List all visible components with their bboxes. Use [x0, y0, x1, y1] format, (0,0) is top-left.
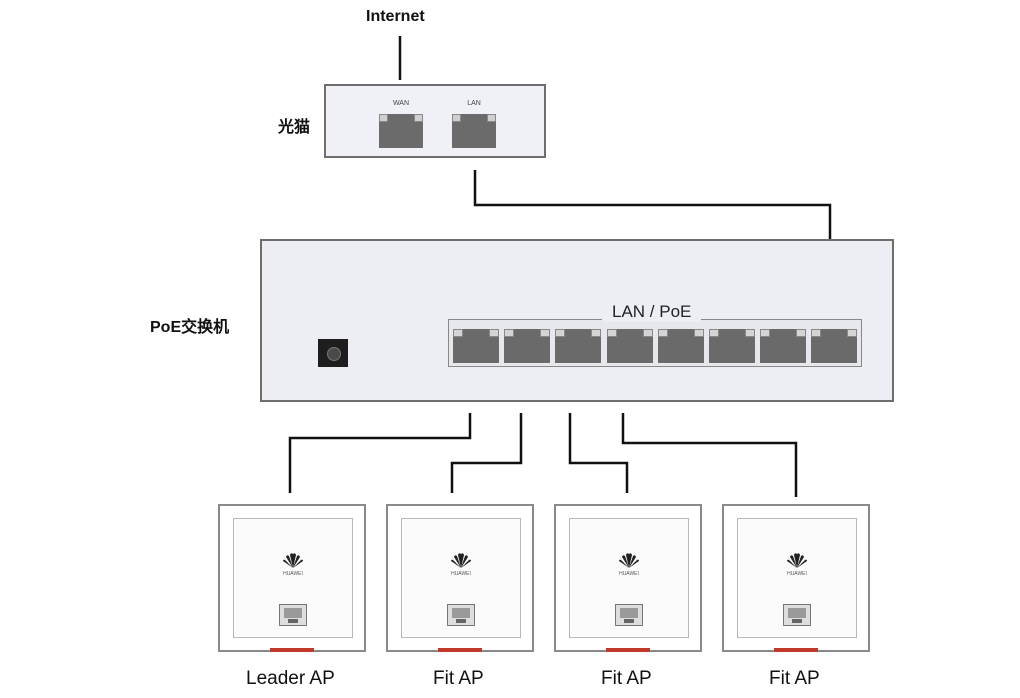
- leader-ap-device: HUAWEI: [218, 504, 366, 652]
- ont-label: 光猫: [278, 119, 311, 136]
- ap-ethernet-port: [783, 604, 811, 626]
- fit-ap-1-device: HUAWEI: [386, 504, 534, 652]
- fit-ap-3-label: Fit AP: [769, 668, 820, 689]
- ap-brand-text: HUAWEI: [619, 571, 639, 577]
- fit-ap-1-label: Fit AP: [433, 668, 484, 689]
- switch-to-fit-ap-2-line: [568, 413, 629, 493]
- switch-port-7: [760, 329, 806, 363]
- ap-ethernet-port: [447, 604, 475, 626]
- ap-brand-text: HUAWEI: [283, 571, 303, 577]
- switch-port-4: [607, 329, 653, 363]
- lan-poe-port-panel: [448, 319, 862, 367]
- wan-port: [379, 114, 423, 148]
- wan-port-label: WAN: [392, 100, 410, 107]
- switch-port-5: [658, 329, 704, 363]
- switch-label: PoE交换机: [150, 319, 230, 336]
- huawei-logo-icon: [283, 553, 303, 568]
- poe-switch: LAN / PoE: [260, 239, 894, 402]
- internet-label: Internet: [366, 8, 425, 25]
- switch-to-leader-ap-line: [288, 413, 472, 493]
- huawei-logo-icon: [451, 553, 471, 568]
- switch-port-8: [811, 329, 857, 363]
- leader-ap-label: Leader AP: [246, 668, 335, 689]
- switch-port-6: [709, 329, 755, 363]
- fit-ap-2-label: Fit AP: [601, 668, 652, 689]
- ap-status-led: [270, 648, 314, 652]
- fit-ap-3-device: HUAWEI: [722, 504, 870, 652]
- ap-brand-text: HUAWEI: [787, 571, 807, 577]
- optical-modem: WAN LAN: [324, 84, 546, 158]
- lan-poe-label: LAN / PoE: [602, 302, 702, 322]
- power-jack: [318, 339, 348, 367]
- ap-ethernet-port: [279, 604, 307, 626]
- switch-port-3: [555, 329, 601, 363]
- ap-brand-text: HUAWEI: [451, 571, 471, 577]
- fit-ap-2-device: HUAWEI: [554, 504, 702, 652]
- switch-to-fit-ap-1-line: [450, 413, 523, 493]
- lan-port: [452, 114, 496, 148]
- lan-port-label: LAN: [467, 100, 481, 107]
- switch-to-fit-ap-3-line: [621, 413, 798, 497]
- ap-status-led: [438, 648, 482, 652]
- switch-port-2: [504, 329, 550, 363]
- huawei-logo-icon: [619, 553, 639, 568]
- ap-status-led: [774, 648, 818, 652]
- huawei-logo-icon: [787, 553, 807, 568]
- ap-status-led: [606, 648, 650, 652]
- ap-ethernet-port: [615, 604, 643, 626]
- switch-port-1: [453, 329, 499, 363]
